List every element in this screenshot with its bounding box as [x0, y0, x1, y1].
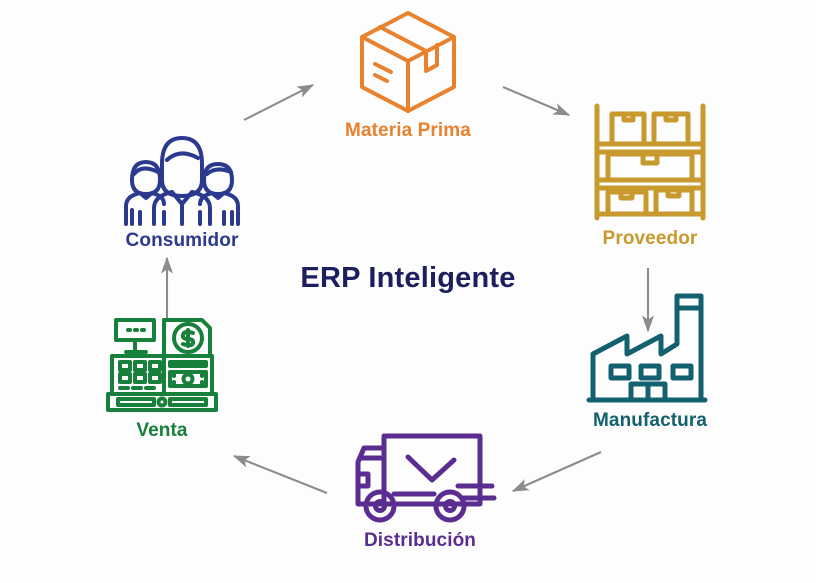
- node-label-proveedor: Proveedor: [602, 228, 698, 249]
- node-venta[interactable]: Venta: [62, 306, 262, 442]
- arrow-materia-prima-to-proveedor: [502, 86, 571, 116]
- node-distribucion[interactable]: Distribución: [300, 424, 540, 552]
- node-label-consumidor: Consumidor: [125, 230, 239, 251]
- arrow-consumidor-to-materia-prima: [243, 84, 315, 121]
- node-label-materia-prima: Materia Prima: [345, 120, 471, 141]
- delivery-truck-icon: [340, 424, 500, 528]
- node-materia-prima[interactable]: Materia Prima: [288, 6, 528, 142]
- node-label-manufactura: Manufactura: [592, 410, 708, 431]
- cash-register-icon: [102, 306, 222, 418]
- node-manufactura[interactable]: Manufactura: [520, 288, 780, 432]
- node-label-distribucion: Distribución: [363, 530, 477, 551]
- page-title: ERP Inteligente: [300, 262, 516, 294]
- cardboard-box-icon: [349, 6, 467, 118]
- arrow-manufactura-to-distribucion: [511, 451, 602, 492]
- node-proveedor[interactable]: Proveedor: [528, 98, 772, 250]
- warehouse-shelf-icon: [584, 98, 716, 226]
- factory-icon: [585, 288, 715, 408]
- arrow-distribucion-to-venta: [232, 455, 328, 494]
- node-label-venta: Venta: [136, 420, 188, 441]
- node-consumidor[interactable]: Consumidor: [62, 124, 302, 252]
- people-group-icon: [114, 124, 250, 228]
